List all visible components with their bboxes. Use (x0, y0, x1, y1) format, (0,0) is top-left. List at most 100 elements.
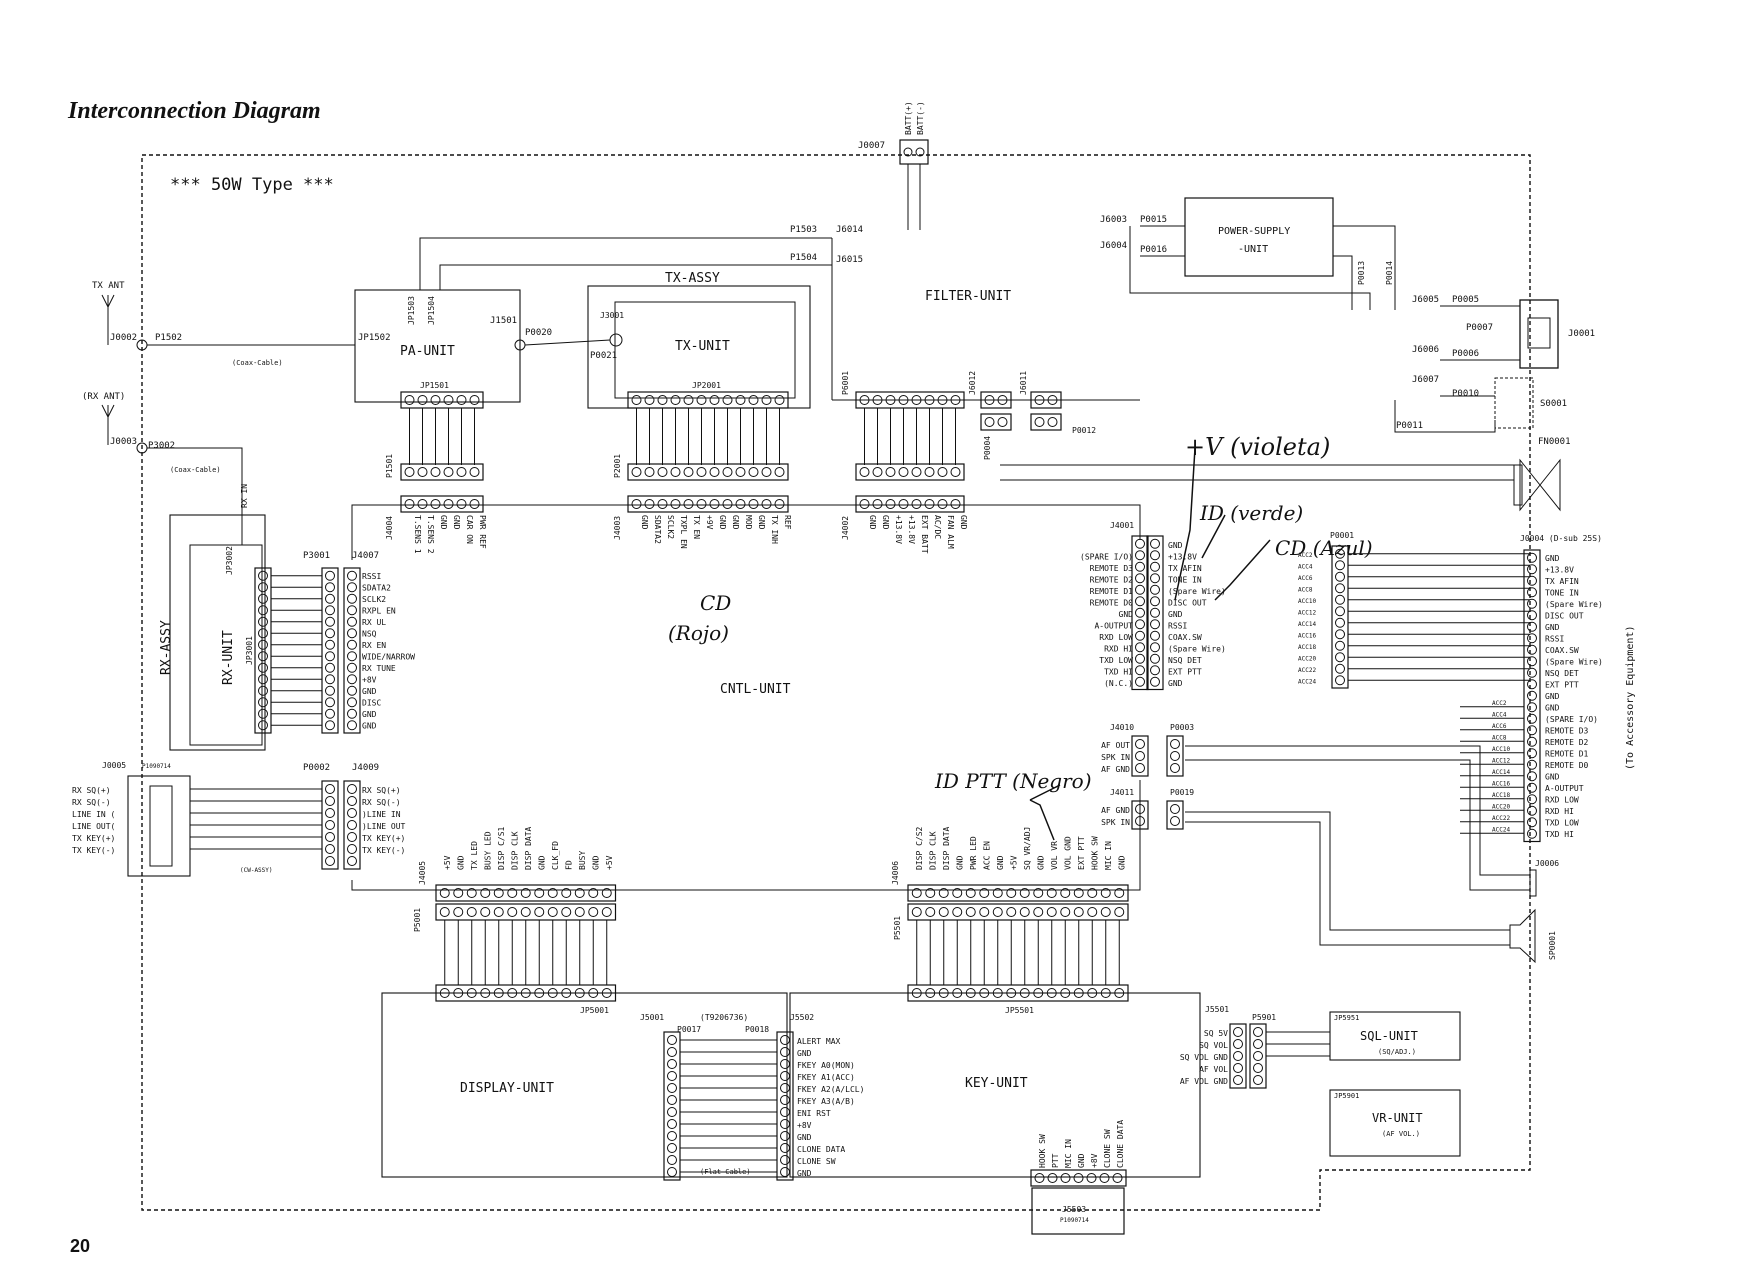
pin (1087, 907, 1098, 917)
j4001-left-pin-label: TXD HI (1104, 668, 1133, 677)
pin (1046, 888, 1057, 898)
pin (911, 395, 922, 405)
pin (644, 467, 655, 477)
p0019-header (1166, 800, 1184, 830)
j5503-header (1030, 1169, 1127, 1187)
pin (1099, 1173, 1110, 1183)
p0021-label: P0021 (590, 351, 617, 361)
j5502-pin-label: CLONE SW (797, 1157, 836, 1166)
pin (417, 467, 428, 477)
pin (780, 1107, 790, 1117)
j4001-right-pin-label: DISC OUT (1168, 599, 1207, 608)
j0005-pin-label: LINE OUT( (72, 822, 115, 831)
j0004-pin-label: TONE IN (1545, 589, 1579, 598)
s0001-label: S0001 (1540, 399, 1567, 409)
s0001-switch (1494, 377, 1534, 429)
pin (1527, 782, 1537, 793)
j5503-connector (1031, 1187, 1125, 1235)
j4003-pin-label: TX INH (770, 515, 779, 544)
pin (1527, 794, 1537, 805)
acc-pin-label: ACC4 (1298, 564, 1313, 571)
j4005-pin-label: DISP CLK (511, 831, 520, 870)
pin (1135, 642, 1145, 653)
j4001-right-pin-label: EXT PTT (1168, 668, 1202, 677)
pin (1233, 1039, 1243, 1049)
pin (325, 639, 335, 650)
acc-pin-label: ACC6 (1298, 575, 1313, 582)
p1501-header (400, 463, 484, 481)
p0017-header (663, 1031, 681, 1181)
j4007-pin-label: NSQ (362, 630, 377, 639)
j4003-pin-label: GND (718, 515, 727, 530)
pin (1112, 1173, 1123, 1183)
pin (507, 988, 518, 998)
t9206736-label: (T9206736) (700, 1013, 748, 1022)
pin (631, 467, 642, 477)
p0006-label: P0006 (1452, 349, 1479, 359)
j4006-pin-label: GND (996, 855, 1005, 870)
pin (1527, 610, 1537, 621)
pin (911, 467, 922, 477)
pin (1335, 560, 1345, 571)
pin (258, 582, 268, 593)
power-supply-label-1: POWER-SUPPLY (1218, 226, 1290, 237)
j4001-left-pin-label: REMOTE D3 (1090, 564, 1134, 573)
pin (1253, 1039, 1263, 1049)
pin (872, 499, 883, 509)
pin (774, 467, 785, 477)
pin (325, 784, 335, 794)
pin (1335, 606, 1345, 617)
pin (937, 499, 948, 509)
pin (952, 907, 963, 917)
pin (325, 708, 335, 719)
p5501-label: P5501 (893, 916, 902, 940)
j4001-right-pin-label: GND (1168, 610, 1183, 619)
pin (938, 888, 949, 898)
acc-pin-label: ACC22 (1298, 667, 1316, 674)
j5502-pin-label: FKEY A0(MON) (797, 1061, 855, 1070)
pin (258, 685, 268, 696)
pin (1150, 561, 1160, 572)
pin (1135, 584, 1145, 595)
pin (1335, 675, 1345, 686)
pin (670, 395, 681, 405)
rx-ant-label: (RX ANT) (82, 392, 125, 402)
j0006-jack (1529, 869, 1537, 897)
jp2001-header (627, 391, 789, 409)
page-title: Interconnection Diagram (68, 98, 321, 124)
p0002-header (321, 780, 339, 870)
acc-pin-label: ACC12 (1298, 610, 1316, 617)
pin (1170, 816, 1180, 826)
page-number: 20 (70, 1236, 91, 1256)
j4007-pin-label: RX EN (362, 641, 386, 650)
j4006-label: J4006 (891, 861, 900, 885)
j4006-pin-label: PWR LED (969, 836, 978, 870)
j4002-pin-label: FAN ALM (946, 515, 955, 549)
j5502-pin-label: CLONE DATA (797, 1145, 845, 1154)
model-subtitle: *** 50W Type *** (170, 175, 334, 195)
p6001-header (855, 391, 965, 409)
pin (780, 1035, 790, 1045)
pin (1150, 619, 1160, 630)
pin (735, 395, 746, 405)
pin (1135, 630, 1145, 641)
pin (924, 395, 935, 405)
p2001-header (627, 463, 789, 481)
pin (325, 651, 335, 662)
pin (347, 651, 357, 662)
pin (885, 467, 896, 477)
pin (952, 988, 963, 998)
acc-pin-label: ACC14 (1298, 621, 1316, 628)
pin (872, 467, 883, 477)
j4001-header-b (1146, 535, 1164, 691)
j4001-right-pin-label: GND (1168, 541, 1183, 550)
j0004-pin-label: RXD HI (1545, 807, 1574, 816)
tx-ant-label: TX ANT (92, 281, 125, 291)
j4006-pin-label: DISP C/S2 (915, 826, 924, 870)
j4002-label: J4002 (841, 516, 850, 540)
p0001-label: P0001 (1330, 531, 1354, 540)
j4003-pin-label: +9V (705, 515, 714, 530)
tx-unit (614, 301, 796, 399)
pin (1527, 587, 1537, 598)
